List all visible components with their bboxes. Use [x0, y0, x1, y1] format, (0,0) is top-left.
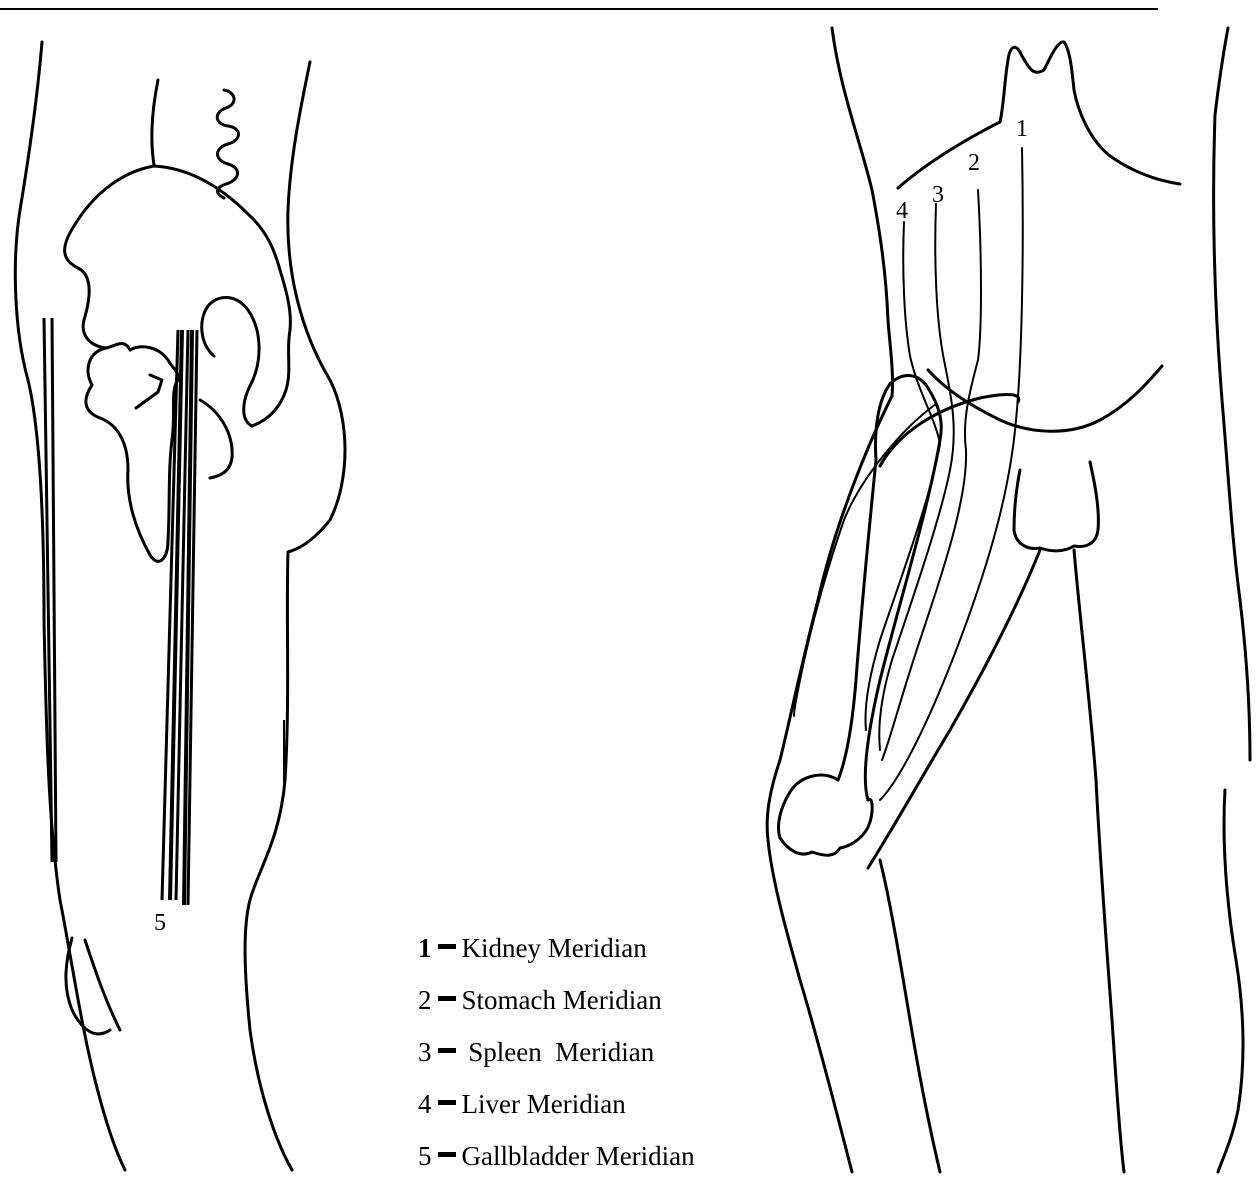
label-5: 5 [154, 910, 166, 936]
legend-label: Gallbladder Meridian [462, 1143, 695, 1170]
torso-neck [898, 42, 1180, 188]
right-figure: 1 2 3 4 [767, 28, 1250, 1172]
dash-icon [438, 1152, 456, 1157]
label-2: 2 [968, 150, 980, 176]
legend-item-3: 3 Spleen Meridian [418, 1026, 778, 1078]
liver-meridian-line [866, 222, 940, 730]
legend-item-5: 5 Gallbladder Meridian [418, 1130, 778, 1182]
ischial-notch [136, 375, 162, 408]
legend-number: 3 [418, 1039, 432, 1066]
legend-number: 1 [418, 935, 432, 962]
stomach-meridian-line [882, 190, 981, 760]
femur-shaft-outer [838, 384, 890, 780]
legend-number: 2 [418, 987, 432, 1014]
pubic-ramus [130, 347, 178, 380]
femur-condyles [778, 775, 872, 855]
legend-number: 5 [418, 1143, 432, 1170]
dash-icon [438, 996, 456, 1001]
legend-item-1: 1 Kidney Meridian [418, 922, 778, 974]
inguinal-band [880, 395, 1019, 466]
left-figure: 5 [15, 42, 345, 1170]
spine-line [152, 80, 158, 165]
legend-label: Liver Meridian [462, 1091, 626, 1118]
legend-label: Spleen Meridian [462, 1039, 655, 1066]
dash-icon [438, 1048, 456, 1053]
thigh-inner-line-2 [1074, 550, 1124, 1172]
left-knee-crease [85, 940, 120, 1030]
lower-leg-inner [880, 860, 940, 1172]
dash-icon [438, 1100, 456, 1105]
pelvis-lower [86, 348, 178, 561]
label-3: 3 [932, 182, 944, 208]
right-torso-outline-right [1214, 28, 1250, 760]
pelvis-iliac-crest [65, 166, 154, 350]
legend-label: Kidney Meridian [462, 935, 647, 962]
legend-label: Stomach Meridian [462, 987, 662, 1014]
label-4: 4 [896, 198, 908, 224]
spleen-meridian-line [879, 204, 953, 750]
legend-item-2: 2 Stomach Meridian [418, 974, 778, 1026]
genital-outline [1014, 462, 1098, 551]
sacrum-squiggle [217, 90, 238, 198]
label-1: 1 [1016, 116, 1028, 142]
obturator-curve [200, 400, 232, 478]
legend: 1 Kidney Meridian 2 Stomach Meridian 3 S… [418, 922, 778, 1182]
kidney-meridian-line [880, 148, 1023, 800]
outer-meridian-line-b [52, 318, 56, 862]
abdomen-crest-line [928, 366, 1162, 431]
legend-item-4: 4 Liver Meridian [418, 1078, 778, 1130]
right-leg-outer-left [767, 396, 892, 1172]
legend-number: 4 [418, 1091, 432, 1118]
right-torso-outline-left [832, 28, 893, 396]
dash-icon [438, 944, 456, 949]
gallbladder-meridian-lines [44, 318, 284, 905]
right-torso-edge-lower [1218, 790, 1243, 1172]
